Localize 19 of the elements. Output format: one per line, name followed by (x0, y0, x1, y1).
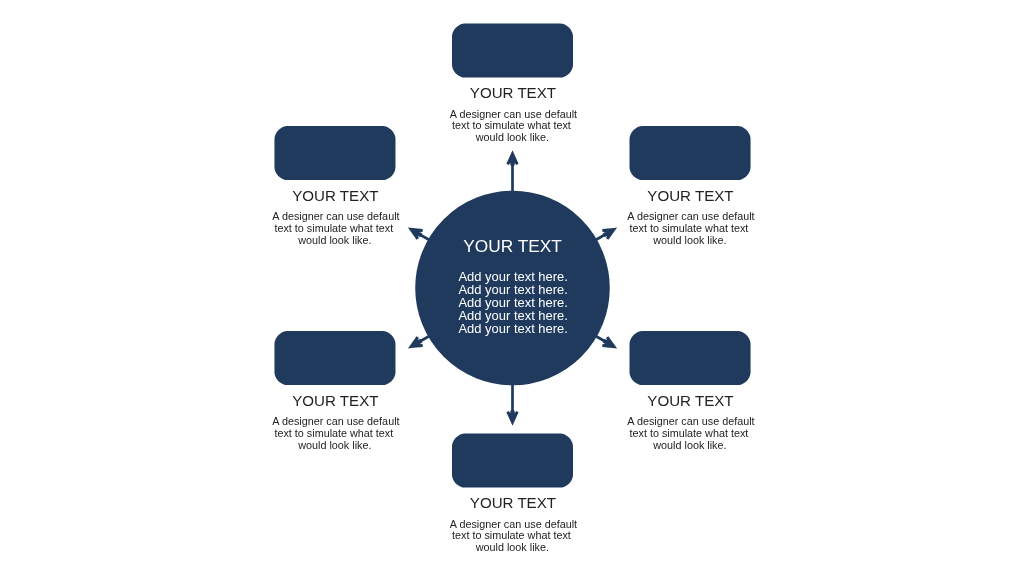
node-label: YOUR TEXT (291, 186, 378, 204)
node-label: A designer can use default text to simulate what text would look like. (271, 415, 400, 451)
node-label: YOUR TEXT (646, 186, 734, 204)
node-box (273, 331, 395, 386)
node-label: A designer can use default text to simulate what text would look like. (626, 415, 755, 451)
node-label: YOUR TEXT (646, 391, 734, 409)
node-box (451, 23, 573, 78)
node-label: YOUR TEXT (469, 494, 556, 512)
node-circle: YOUR TEXT Add your text here. Add your text here. Add your text here. Add your text here. Add your text here. (414, 190, 610, 386)
node-label: YOUR TEXT (469, 84, 556, 102)
node-label: YOUR TEXT (291, 391, 378, 409)
node-label: A designer can use default text to simulate what text would look like. (449, 107, 577, 144)
node-label: A designer can use default text to simulate what text would look like. (271, 210, 400, 246)
node-box (273, 126, 395, 181)
node-box (451, 433, 573, 488)
node-box (629, 331, 751, 386)
node-box (629, 126, 751, 181)
node-label: A designer can use default text to simulate what text would look like. (449, 517, 577, 554)
node-label: A designer can use default text to simulate what text would look like. (626, 210, 755, 246)
